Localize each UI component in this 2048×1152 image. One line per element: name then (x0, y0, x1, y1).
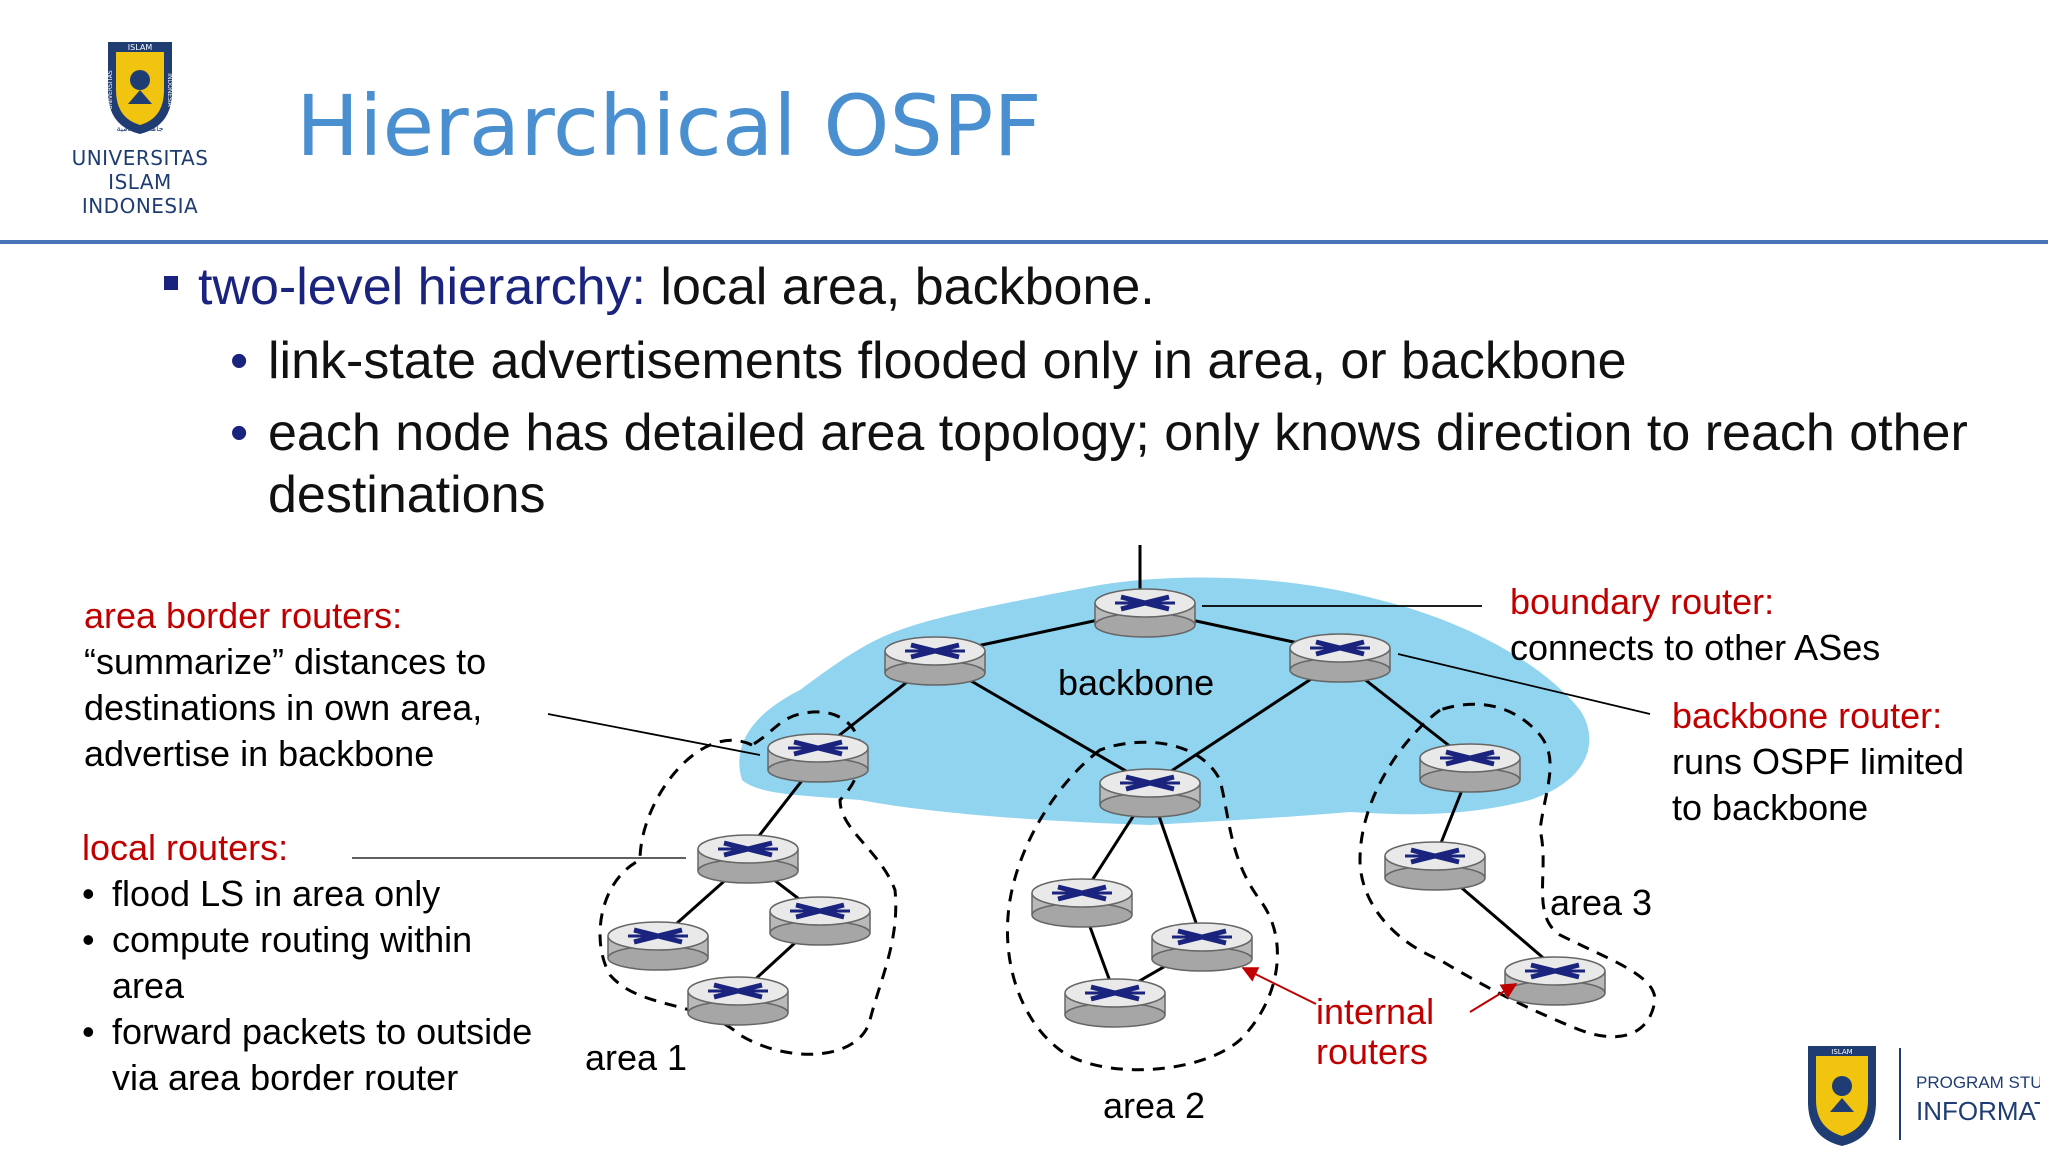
local-item: area (112, 965, 185, 1006)
router-area-border (1420, 744, 1520, 792)
university-name-line: UNIVERSITAS (71, 146, 209, 170)
backbone-label: backbone (1058, 662, 1214, 703)
internal-routers-label: routers (1316, 1031, 1428, 1072)
round-bullet-icon: • (230, 332, 249, 390)
router-internal (1505, 957, 1605, 1005)
area-border-line: advertise in backbone (84, 733, 434, 774)
area-label: area 3 (1550, 882, 1652, 923)
program-logo: ISLAM PROGRAM STUDI INFORMATIKA (1808, 1046, 2040, 1146)
backbone-router-line: runs OSPF limited (1672, 741, 1964, 782)
area3-outline (1358, 702, 1657, 1039)
bullet-level1: two-level hierarchy: local area, backbon… (162, 254, 2022, 320)
header-divider (0, 240, 2048, 244)
router-backbone (885, 637, 985, 685)
local-item: via area border router (112, 1057, 458, 1098)
program-label: PROGRAM STUDI (1916, 1073, 2040, 1092)
router-local (688, 977, 788, 1025)
university-name-line: INDONESIA (81, 194, 199, 218)
logo-text-right: INDONESIA (166, 73, 173, 107)
router-boundary (1095, 589, 1195, 637)
area2-outline (1006, 740, 1279, 1072)
boundary-router-title: boundary router: (1510, 581, 1774, 622)
router-local (770, 897, 870, 945)
university-name-line: ISLAM (108, 170, 172, 194)
router-internal (1032, 879, 1132, 927)
slide-title: Hierarchical OSPF (296, 77, 1042, 175)
area-border-line: destinations in own area, (84, 687, 482, 728)
logo-text-left: UNIVERSITAS (107, 70, 114, 110)
backbone-router-line: to backbone (1672, 787, 1868, 828)
square-bullet-icon (164, 276, 178, 290)
internal-arrow (1241, 967, 1317, 1005)
local-bullet-icon: • (82, 873, 95, 914)
local-bullet-icon: • (82, 919, 95, 960)
bullet-keyword: two-level hierarchy: (198, 258, 646, 316)
router-backbone (1290, 634, 1390, 682)
area-border-line: “summarize” distances to (84, 641, 486, 682)
area-border-title: area border routers: (84, 595, 402, 636)
bullet-text: each node has detailed area topology; on… (268, 404, 1968, 524)
backbone-router-title: backbone router: (1672, 695, 1942, 736)
router-internal (1152, 923, 1252, 971)
internal-arrow (1469, 983, 1518, 1013)
router-area-border (768, 734, 868, 782)
area-label: area 2 (1103, 1085, 1205, 1126)
bullet-level2: • link-state advertisements flooded only… (162, 330, 2022, 392)
local-bullet-icon: • (82, 1011, 95, 1052)
router-local (1385, 842, 1485, 890)
callout-line (547, 713, 761, 756)
local-item: compute routing within (112, 919, 472, 960)
program-name: INFORMATIKA (1916, 1096, 2040, 1126)
router-local (608, 922, 708, 970)
bullet-list: two-level hierarchy: local area, backbon… (162, 254, 2022, 526)
local-item: forward packets to outside (112, 1011, 532, 1052)
area-label: area 1 (585, 1037, 687, 1078)
router-local (698, 835, 798, 883)
logo-text-top: ISLAM (1831, 1048, 1852, 1056)
boundary-router-line: connects to other ASes (1510, 627, 1880, 668)
callout-line (1397, 653, 1651, 715)
logo-arabic-text: جامعة إسلامية (116, 124, 163, 134)
bullet-text: local area, backbone. (645, 258, 1155, 316)
round-bullet-icon: • (230, 404, 249, 462)
router-area-border (1100, 769, 1200, 817)
local-item: flood LS in area only (112, 873, 440, 914)
university-name: UNIVERSITAS ISLAM INDONESIA (40, 146, 240, 218)
internal-routers-label: internal (1316, 991, 1434, 1032)
local-routers-title: local routers: (82, 827, 288, 868)
router-internal (1065, 979, 1165, 1027)
university-logo: ISLAM UNIVERSITAS INDONESIA جامعة إسلامي… (107, 42, 173, 134)
bullet-text: link-state advertisements flooded only i… (268, 332, 1627, 390)
logo-text-top: ISLAM (128, 43, 153, 52)
bullet-level2: • each node has detailed area topology; … (162, 402, 2022, 526)
